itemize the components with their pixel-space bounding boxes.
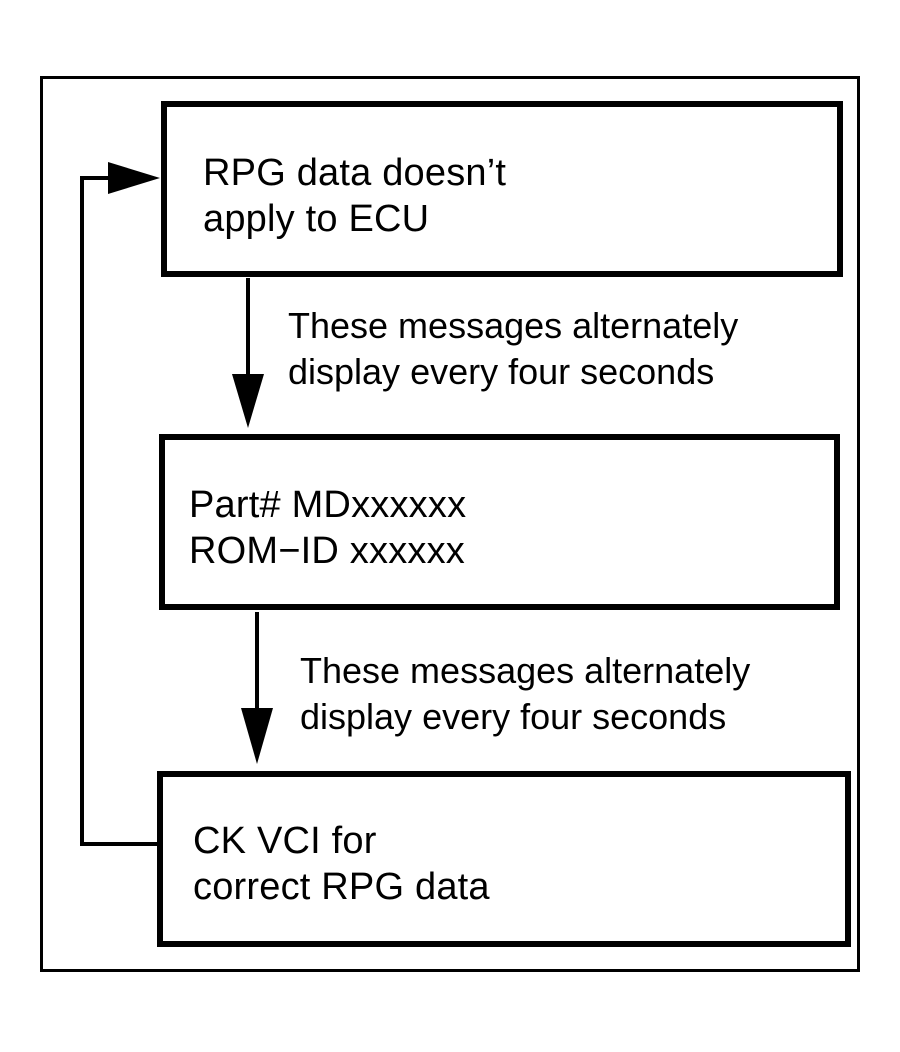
arrow-note-1: These messages alternately display every…: [288, 303, 738, 395]
loop-back-line: [80, 176, 157, 846]
note-line: display every four seconds: [300, 696, 727, 737]
arrow-head-2: [241, 708, 273, 764]
note-line: These messages alternately: [300, 650, 751, 691]
message-box-rpg-data: RPG data doesn’t apply to ECU: [161, 101, 843, 277]
message-box-check-vci: CK VCI for correct RPG data: [157, 771, 851, 947]
message-line: CK VCI for: [193, 820, 377, 862]
message-box-part-number: Part# MDxxxxxx ROM−ID xxxxxx: [159, 434, 840, 610]
note-line: These messages alternately: [288, 305, 739, 346]
message-box-text: CK VCI for correct RPG data: [193, 818, 490, 910]
message-line: apply to ECU: [203, 198, 430, 240]
message-line: Part# MDxxxxxx: [189, 484, 467, 526]
message-box-text: Part# MDxxxxxx ROM−ID xxxxxx: [189, 482, 466, 574]
arrow-note-2: These messages alternately display every…: [300, 648, 750, 740]
message-line: ROM−ID xxxxxx: [189, 530, 466, 572]
arrow-head-1: [232, 374, 264, 428]
message-line: RPG data doesn’t: [203, 152, 507, 194]
message-box-text: RPG data doesn’t apply to ECU: [203, 150, 506, 242]
note-line: display every four seconds: [288, 351, 715, 392]
outer-frame: [40, 76, 860, 972]
loop-back-arrow-head: [108, 162, 160, 194]
message-line: correct RPG data: [193, 866, 490, 908]
